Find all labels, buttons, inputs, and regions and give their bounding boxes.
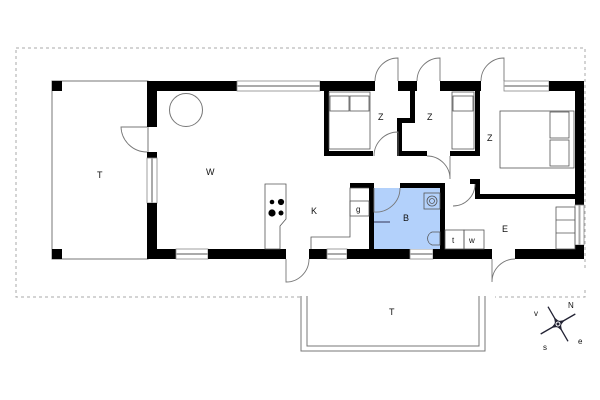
compass-south: s (543, 343, 547, 352)
compass-north: N (568, 301, 574, 310)
stove-burner-3 (268, 209, 276, 217)
sink (423, 192, 441, 210)
exterior-walls (146, 80, 585, 260)
entrance-cabinet (555, 206, 576, 250)
room-labels: T W K Z Z Z B E T g t w (97, 112, 508, 317)
round-table (169, 93, 203, 127)
bathroom-floor (374, 188, 440, 249)
room-label-bedroom-1: Z (378, 112, 384, 122)
technical-box (444, 229, 465, 250)
south-terrace (300, 296, 486, 352)
kitchen-counter (264, 183, 287, 250)
interior-walls (324, 91, 575, 249)
fixture-label-storage: g (356, 205, 360, 214)
bed-1 (328, 91, 371, 150)
bed-2 (451, 91, 475, 150)
compass-west: v (534, 309, 538, 318)
furniture (169, 91, 576, 250)
room-label-bathroom: B (403, 213, 409, 223)
room-label-bedroom-2: Z (427, 112, 433, 122)
washer-box (463, 229, 485, 250)
stove-burner-1 (269, 199, 275, 205)
stove-burner-4 (278, 210, 284, 216)
room-label-terrace-south: T (389, 307, 395, 317)
room-label-kitchen: K (311, 206, 317, 216)
stove-burner-2 (277, 198, 285, 206)
doors (120, 57, 516, 283)
room-label-living: W (206, 167, 215, 177)
toilet (427, 231, 441, 246)
bed-3 (499, 110, 575, 169)
compass-rose-icon (540, 306, 576, 342)
plot-boundary (15, 47, 586, 298)
room-label-terrace-west: T (97, 170, 103, 180)
room-label-bedroom-3: Z (487, 133, 493, 143)
fixture-label-technical: t (452, 236, 455, 245)
compass-east: e (578, 337, 583, 346)
fixture-label-washer: w (468, 236, 475, 245)
room-label-entrance: E (502, 224, 508, 234)
